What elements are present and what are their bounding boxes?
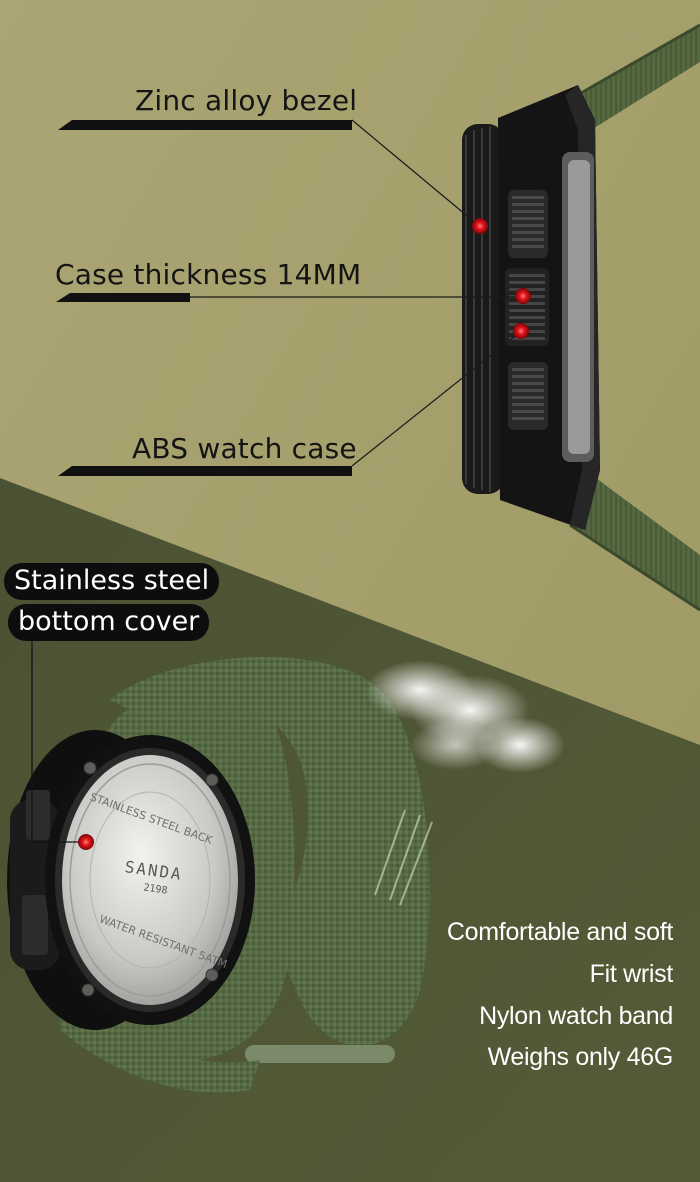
caseback-model: 2198 (143, 882, 168, 896)
leader-lines (190, 119, 521, 467)
callout-bezel: Zinc alloy bezel (135, 84, 358, 117)
feature-comfort: Comfortable and soft (446, 918, 673, 946)
bottom-cover-label-line1: Stainless steel (4, 563, 220, 600)
feature-fit: Fit wrist (589, 960, 674, 988)
watch-caseback-view: STAINLESS STEEL BACK SANDA 2198 WATER RE… (7, 640, 430, 1093)
red-markers (472, 218, 531, 339)
breathable-smoke (365, 660, 565, 906)
feature-band: Nylon watch band (479, 1002, 673, 1030)
callout-thickness: Case thickness 14MM (55, 258, 362, 291)
callout-underlines (56, 120, 352, 476)
feature-weight: Weighs only 46G (487, 1043, 674, 1071)
callout-case: ABS watch case (132, 432, 357, 465)
bottom-cover-label-line2: bottom cover (8, 604, 210, 641)
watch-side-view (462, 23, 700, 612)
